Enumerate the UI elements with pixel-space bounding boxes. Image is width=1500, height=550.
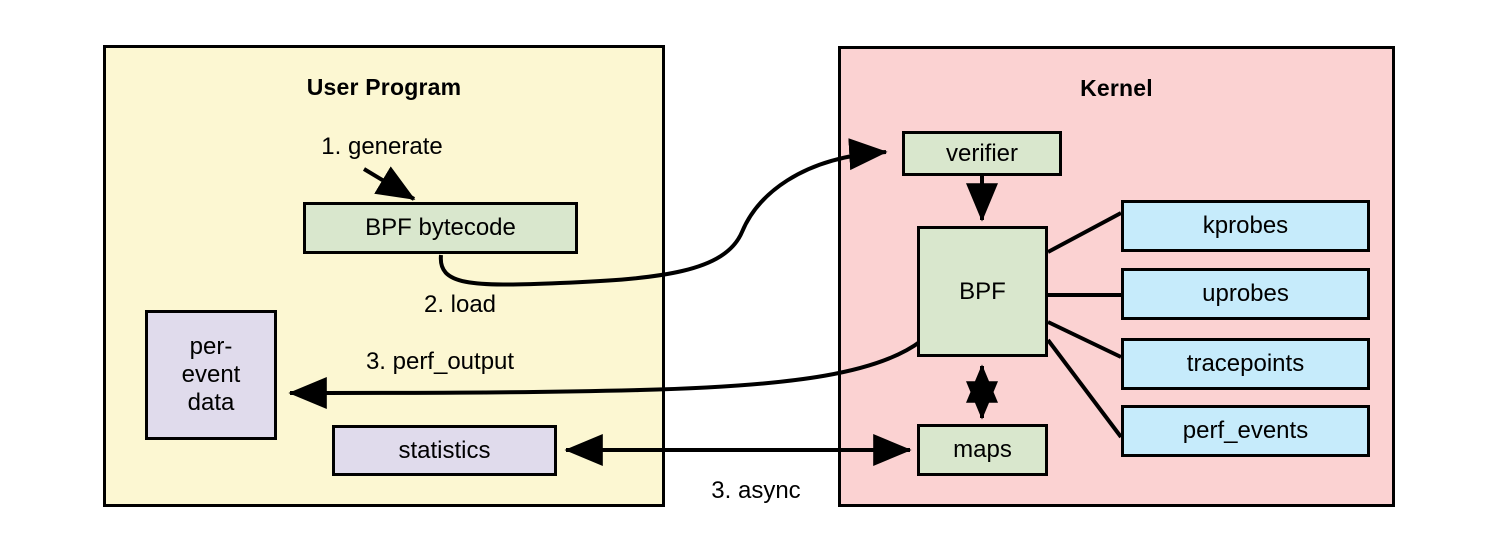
node-tracepoints[interactable]: tracepoints xyxy=(1121,338,1370,390)
node-per-event-data-line-2: event xyxy=(181,360,241,388)
edge-label-async-read: 3. async read xyxy=(676,413,836,550)
edge-label-async-read-line-1: 3. async xyxy=(711,477,801,505)
node-per-event-data[interactable]: per- event data xyxy=(145,310,277,440)
region-title-user-program: User Program xyxy=(306,74,462,100)
region-title-kernel: Kernel xyxy=(1080,75,1153,101)
node-verifier[interactable]: verifier xyxy=(902,131,1062,176)
edge-label-load: 2. load xyxy=(423,291,497,318)
edge-label-generate: 1. generate xyxy=(321,133,443,160)
node-uprobes[interactable]: uprobes xyxy=(1121,268,1370,320)
node-bpf-bytecode[interactable]: BPF bytecode xyxy=(303,202,578,254)
node-bpf[interactable]: BPF xyxy=(917,226,1048,357)
edge-label-perf-output: 3. perf_output xyxy=(365,348,515,375)
node-perf-events[interactable]: perf_events xyxy=(1121,405,1370,457)
node-per-event-data-line-1: per- xyxy=(189,332,233,360)
node-maps[interactable]: maps xyxy=(917,424,1048,476)
node-per-event-data-line-3: data xyxy=(187,389,235,417)
node-kprobes[interactable]: kprobes xyxy=(1121,200,1370,252)
node-statistics[interactable]: statistics xyxy=(332,425,557,476)
